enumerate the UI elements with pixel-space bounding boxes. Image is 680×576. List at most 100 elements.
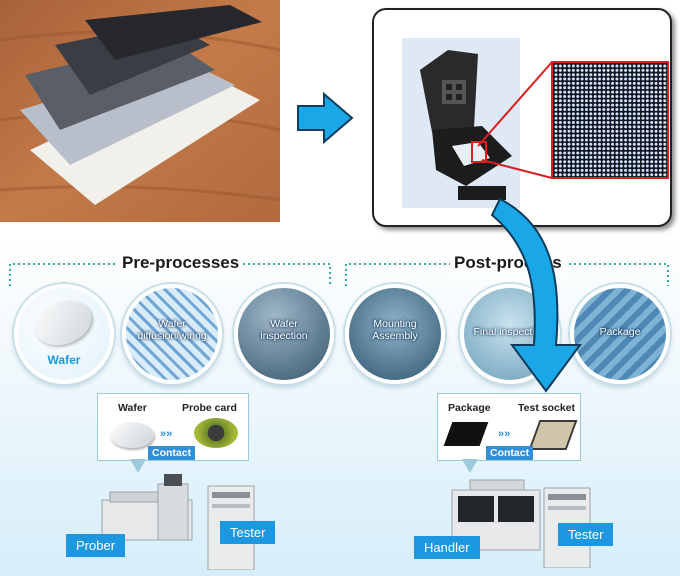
solder-ball bbox=[663, 147, 667, 151]
solder-ball bbox=[632, 77, 636, 81]
solder-ball bbox=[571, 86, 575, 90]
solder-ball bbox=[563, 173, 567, 177]
circle-label-mounting: Mounting Assembly bbox=[349, 318, 441, 342]
solder-ball bbox=[576, 103, 580, 107]
solder-ball bbox=[654, 108, 658, 111]
package-small-icon bbox=[443, 422, 489, 446]
solder-ball bbox=[598, 99, 601, 103]
solder-ball bbox=[615, 94, 619, 98]
solder-ball bbox=[589, 68, 593, 72]
solder-ball bbox=[641, 86, 645, 90]
solder-ball bbox=[593, 138, 597, 142]
solder-ball bbox=[641, 116, 645, 120]
solder-ball bbox=[602, 121, 606, 125]
solder-ball bbox=[628, 94, 632, 98]
solder-ball bbox=[593, 103, 597, 107]
solder-ball bbox=[650, 116, 654, 120]
solder-ball bbox=[593, 125, 597, 129]
solder-ball bbox=[624, 151, 628, 155]
flow-package-label: Package bbox=[448, 402, 491, 414]
circle-label-diffusion: Wafer diffusion/wiring bbox=[126, 318, 218, 342]
solder-ball bbox=[650, 99, 654, 103]
solder-ball bbox=[645, 134, 649, 138]
solder-ball bbox=[641, 147, 645, 151]
solder-ball bbox=[584, 73, 588, 77]
solder-ball bbox=[606, 155, 610, 159]
solder-ball bbox=[645, 155, 649, 159]
solder-ball bbox=[558, 77, 562, 81]
solder-ball bbox=[563, 155, 567, 159]
solder-ball bbox=[654, 151, 658, 155]
solder-ball bbox=[654, 168, 658, 172]
solder-ball bbox=[606, 68, 610, 72]
solder-ball bbox=[593, 86, 597, 90]
solder-ball bbox=[645, 108, 649, 111]
solder-ball bbox=[558, 103, 562, 107]
solder-ball bbox=[554, 173, 558, 177]
solder-ball bbox=[571, 168, 575, 172]
solder-ball bbox=[584, 81, 588, 85]
solder-ball bbox=[558, 73, 562, 77]
solder-ball bbox=[650, 125, 654, 129]
solder-ball bbox=[628, 147, 632, 151]
solder-ball bbox=[650, 160, 654, 164]
solder-ball bbox=[598, 103, 601, 107]
solder-ball bbox=[645, 121, 649, 125]
solder-ball bbox=[554, 168, 558, 172]
solder-ball bbox=[632, 151, 636, 155]
solder-ball bbox=[558, 68, 562, 72]
solder-ball bbox=[571, 94, 575, 98]
solder-ball bbox=[641, 108, 645, 111]
solder-ball bbox=[584, 116, 588, 120]
solder-ball bbox=[637, 73, 641, 77]
solder-ball bbox=[632, 86, 636, 90]
solder-ball bbox=[598, 134, 601, 138]
solder-ball bbox=[589, 77, 593, 81]
solder-ball bbox=[598, 125, 601, 129]
solder-ball bbox=[563, 90, 567, 94]
solder-ball bbox=[650, 81, 654, 85]
solder-ball bbox=[589, 86, 593, 90]
solder-ball bbox=[654, 138, 658, 142]
solder-ball bbox=[584, 164, 588, 168]
solder-ball bbox=[558, 147, 562, 151]
solder-ball bbox=[641, 99, 645, 103]
solder-ball bbox=[658, 125, 662, 129]
solder-ball bbox=[632, 94, 636, 98]
solder-ball bbox=[663, 164, 667, 168]
solder-ball bbox=[563, 125, 567, 129]
circle-package: Package bbox=[570, 284, 670, 384]
solder-ball bbox=[576, 134, 580, 138]
solder-ball bbox=[584, 94, 588, 98]
solder-ball bbox=[654, 173, 658, 177]
solder-ball bbox=[593, 64, 597, 68]
solder-ball bbox=[567, 164, 571, 168]
solder-ball bbox=[584, 103, 588, 107]
solder-ball bbox=[632, 138, 636, 142]
solder-ball bbox=[650, 168, 654, 172]
solder-ball bbox=[563, 77, 567, 81]
solder-ball bbox=[663, 173, 667, 177]
solder-ball bbox=[580, 68, 584, 72]
solder-ball bbox=[602, 94, 606, 98]
solder-ball bbox=[554, 112, 558, 116]
solder-ball bbox=[658, 81, 662, 85]
solder-ball bbox=[663, 116, 667, 120]
solder-ball bbox=[593, 151, 597, 155]
solder-ball bbox=[658, 112, 662, 116]
solder-ball bbox=[615, 121, 619, 125]
solder-ball bbox=[563, 99, 567, 103]
solder-ball bbox=[558, 121, 562, 125]
solder-ball bbox=[619, 129, 623, 133]
solder-ball bbox=[554, 116, 558, 120]
solder-ball bbox=[645, 99, 649, 103]
solder-ball bbox=[584, 90, 588, 94]
solder-ball bbox=[558, 125, 562, 129]
solder-ball bbox=[624, 99, 628, 103]
solder-ball bbox=[571, 142, 575, 146]
solder-ball bbox=[637, 164, 641, 168]
solder-ball bbox=[558, 112, 562, 116]
solder-ball bbox=[632, 125, 636, 129]
solder-ball bbox=[658, 68, 662, 72]
solder-ball bbox=[598, 112, 601, 116]
